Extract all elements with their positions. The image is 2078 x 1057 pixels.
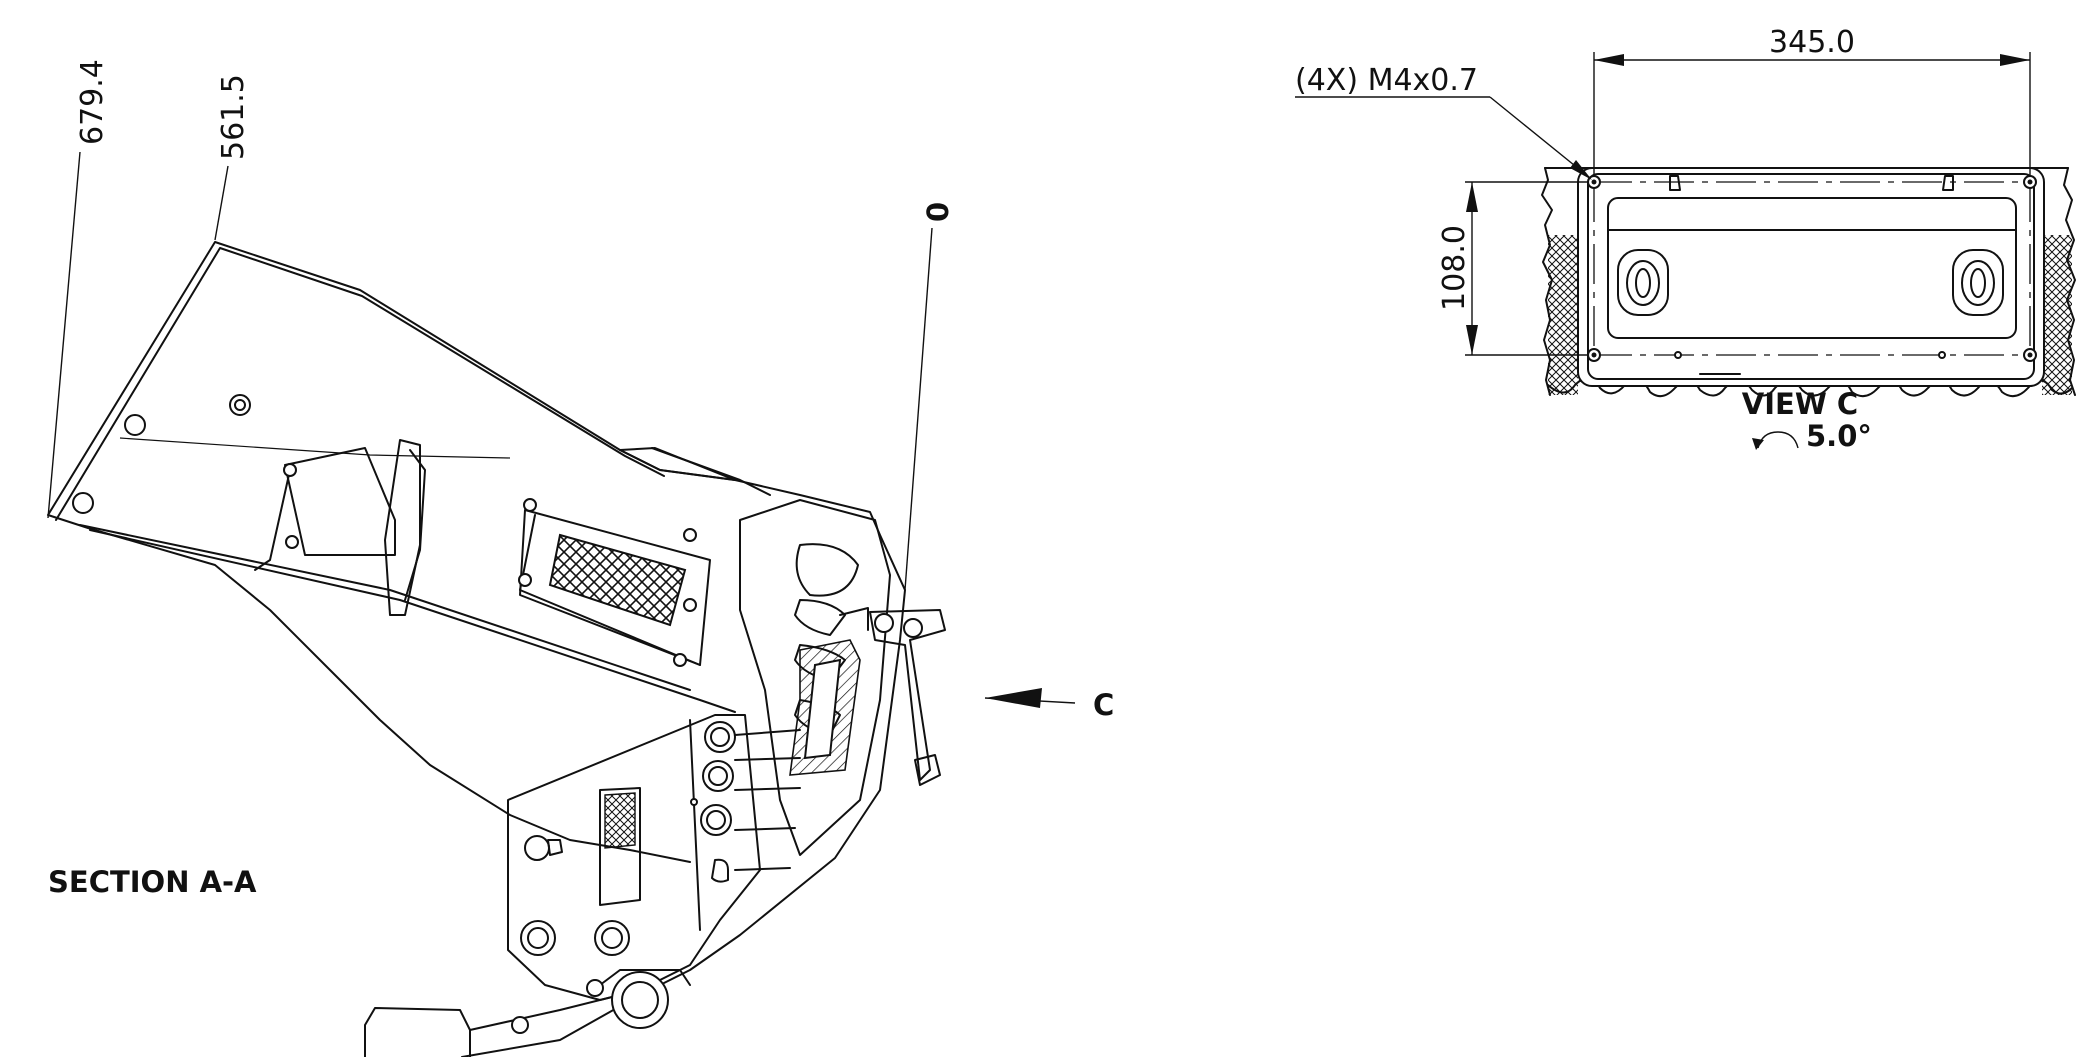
- outer-plate: [1577, 167, 2045, 387]
- hopper-outline: [47, 241, 906, 1057]
- mount-slot: [711, 858, 729, 883]
- foot-bolt: [511, 1016, 529, 1034]
- section-title: SECTION A-A: [48, 865, 257, 899]
- screen-screw: [523, 498, 537, 512]
- hopper-inner-edge: [55, 247, 665, 521]
- dim-line-679: [47, 151, 81, 519]
- dim-text-679: 679.4: [75, 59, 110, 145]
- mount-plate-edge: [689, 719, 701, 931]
- dim-arrow: [1466, 182, 1478, 212]
- slotted-plate: [739, 499, 891, 856]
- internal-cable: [119, 437, 511, 459]
- screen-screw: [673, 653, 687, 667]
- hopper-floor-line: [89, 529, 736, 713]
- handle-inner: [404, 449, 426, 601]
- screen-screw: [683, 598, 697, 612]
- screen-screw: [518, 573, 532, 587]
- pivot-boss-flange: [599, 969, 691, 986]
- hopper-bolt: [72, 492, 94, 514]
- break-line-right: [2063, 167, 2076, 396]
- inner-opening: [1607, 197, 2017, 339]
- bracket-hole: [285, 535, 299, 549]
- knob-right: [1952, 249, 2004, 316]
- rail-lines: [734, 729, 801, 871]
- mount-bolts: [520, 721, 736, 956]
- knurled-face: [604, 792, 636, 849]
- mesh-screen: [548, 533, 687, 627]
- dim-arrow: [1466, 325, 1478, 355]
- bottom-foot: [364, 1007, 471, 1057]
- view-arrow-head: [985, 688, 1042, 708]
- outer-plate-inner: [1587, 173, 2035, 380]
- knob-left: [1617, 249, 1669, 316]
- bracket-plate: [284, 447, 396, 556]
- dim-text-width: 345.0: [1769, 25, 1855, 60]
- hinge-pin: [903, 618, 923, 638]
- hinge-bracket: [839, 607, 869, 631]
- screen-frame-inner: [519, 514, 701, 666]
- side-texture-left: [1548, 235, 1578, 395]
- leader-arrow: [1570, 160, 1592, 180]
- view-c-title: VIEW C 5.0°: [1742, 387, 1872, 453]
- dim-text-height: 108.0: [1437, 225, 1472, 311]
- dim-arrow: [1594, 54, 1624, 66]
- dim-text-561: 561.5: [216, 74, 251, 160]
- view-c-label: VIEW C: [1742, 387, 1858, 421]
- dim-arrow: [2000, 54, 2030, 66]
- view-c-dimensions: 345.0 108.0 (4X) M4x0.7: [1295, 25, 2031, 356]
- hopper-floor-line-2: [79, 524, 691, 691]
- mount-tab: [547, 839, 563, 856]
- section-dimensions: 679.4 561.5 0: [47, 59, 955, 591]
- hinge-foot: [914, 754, 941, 786]
- view-c: [1541, 167, 2076, 398]
- hopper-bolt: [124, 414, 146, 436]
- chute-flap-lip: [651, 447, 771, 496]
- view-arrow-c: C: [984, 688, 1114, 722]
- mount-plate: [507, 714, 761, 1001]
- hopper-bolt-inner: [234, 399, 246, 411]
- hinge-arm: [869, 609, 946, 781]
- plate-slot: [795, 543, 859, 597]
- clip-tab: [1942, 175, 1954, 191]
- bracket-hole: [283, 463, 297, 477]
- view-arrow-letter: C: [1093, 688, 1114, 722]
- handle: [384, 439, 421, 616]
- dim-line-561: [214, 165, 229, 241]
- bracket-arm: [254, 469, 291, 571]
- hole-callout: (4X) M4x0.7: [1295, 63, 1478, 98]
- dim-line-0: [904, 227, 933, 591]
- screen-screw: [683, 528, 697, 542]
- pivot-bolt: [586, 979, 604, 997]
- pivot-bore: [621, 981, 659, 1019]
- corner-holes: [1587, 175, 2037, 362]
- dim-text-0: 0: [921, 202, 955, 222]
- chute-flap: [619, 447, 736, 481]
- tube-section-void: [803, 658, 842, 760]
- section-a-a-view: [47, 241, 946, 1057]
- plate-slot: [794, 599, 846, 636]
- view-c-rotation: 5.0°: [1806, 419, 1872, 453]
- knurled-block: [599, 787, 641, 906]
- rotation-arrow-icon: [1752, 438, 1764, 450]
- clip-tab: [1669, 175, 1681, 191]
- hinge-pin: [874, 613, 894, 633]
- side-texture-right: [2042, 235, 2072, 395]
